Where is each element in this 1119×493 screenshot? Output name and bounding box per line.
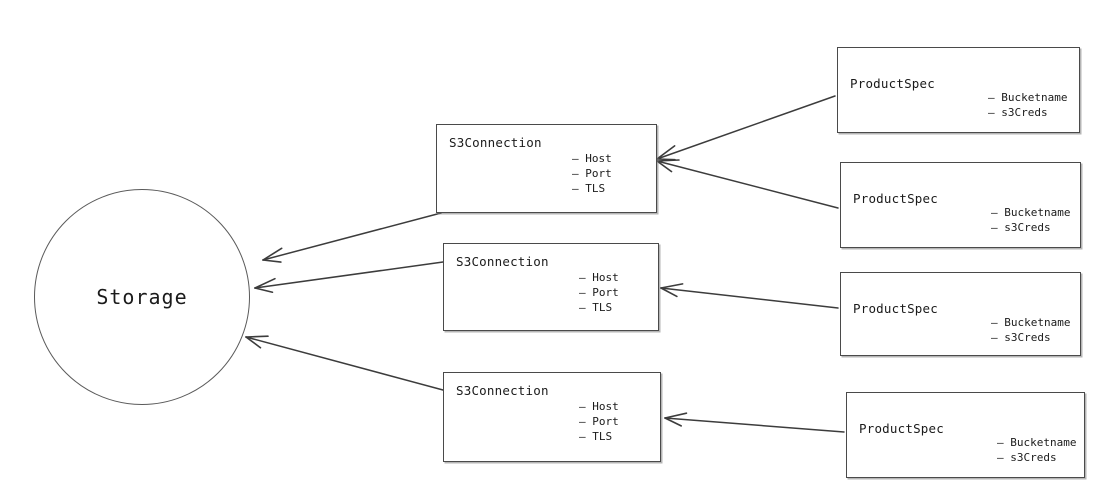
s3-connection-box[interactable]: S3Connection – Host – Port – TLS (436, 124, 657, 213)
product-spec-box[interactable]: ProductSpec – Bucketname – s3Creds (840, 272, 1081, 356)
product-spec-attribute: – Bucketname (991, 206, 1071, 219)
s3-connection-title: S3Connection (456, 383, 549, 398)
product-spec-box[interactable]: ProductSpec – Bucketname – s3Creds (840, 162, 1081, 248)
product-spec-title: ProductSpec (853, 301, 938, 316)
s3-connection-attribute: – Host (572, 152, 612, 165)
s3-connection-attribute: – TLS (579, 430, 613, 443)
product-spec-attributes: – Bucketname – s3Creds (991, 315, 1070, 345)
product-spec-attribute: – s3Creds (991, 331, 1051, 344)
product-spec-title: ProductSpec (859, 421, 944, 436)
s3-connection-title: S3Connection (449, 135, 542, 150)
storage-circle-node[interactable]: Storage (34, 189, 250, 405)
arrow-product-spec-4-to-s3-connection-3 (664, 412, 845, 433)
product-spec-attribute: – s3Creds (997, 451, 1057, 464)
storage-label: Storage (96, 285, 188, 309)
edge-group (245, 95, 845, 433)
arrow-s3-connection-2-to-central_node (254, 261, 444, 294)
product-spec-title: ProductSpec (853, 191, 938, 206)
product-spec-attribute: – Bucketname (997, 436, 1077, 449)
product-spec-title: ProductSpec (850, 76, 935, 91)
s3-connection-attributes: – Host – Port – TLS (579, 399, 619, 444)
product-spec-attributes: – Bucketname – s3Creds (988, 90, 1067, 120)
product-spec-attribute: – Bucketname (988, 91, 1068, 104)
arrow-product-spec-2-to-s3-connection-1 (656, 159, 839, 209)
arrow-s3-connection-1-to-central_node (262, 212, 442, 263)
product-spec-attributes: – Bucketname – s3Creds (997, 435, 1076, 465)
arrow-s3-connection-3-to-central_node (245, 335, 444, 391)
s3-connection-box[interactable]: S3Connection – Host – Port – TLS (443, 243, 659, 331)
s3-connection-box[interactable]: S3Connection – Host – Port – TLS (443, 372, 661, 462)
product-spec-box[interactable]: ProductSpec – Bucketname – s3Creds (846, 392, 1085, 478)
arrow-product-spec-1-to-s3-connection-1 (656, 95, 836, 161)
s3-connection-attribute: – Host (579, 400, 619, 413)
s3-connection-attribute: – Port (579, 415, 619, 428)
s3-connection-attribute: – Port (572, 167, 612, 180)
product-spec-attributes: – Bucketname – s3Creds (991, 205, 1070, 235)
s3-connection-attribute: – TLS (572, 182, 606, 195)
product-spec-attribute: – Bucketname (991, 316, 1071, 329)
s3-connection-title: S3Connection (456, 254, 549, 269)
s3-connection-attribute: – Port (579, 286, 619, 299)
product-spec-box[interactable]: ProductSpec – Bucketname – s3Creds (837, 47, 1080, 133)
s3-connection-attributes: – Host – Port – TLS (579, 270, 619, 315)
s3-connection-attributes: – Host – Port – TLS (572, 151, 612, 196)
s3-connection-attribute: – TLS (579, 301, 613, 314)
product-spec-attribute: – s3Creds (991, 221, 1051, 234)
arrow-product-spec-3-to-s3-connection-2 (660, 283, 839, 309)
product-spec-attribute: – s3Creds (988, 106, 1048, 119)
s3-connection-attribute: – Host (579, 271, 619, 284)
